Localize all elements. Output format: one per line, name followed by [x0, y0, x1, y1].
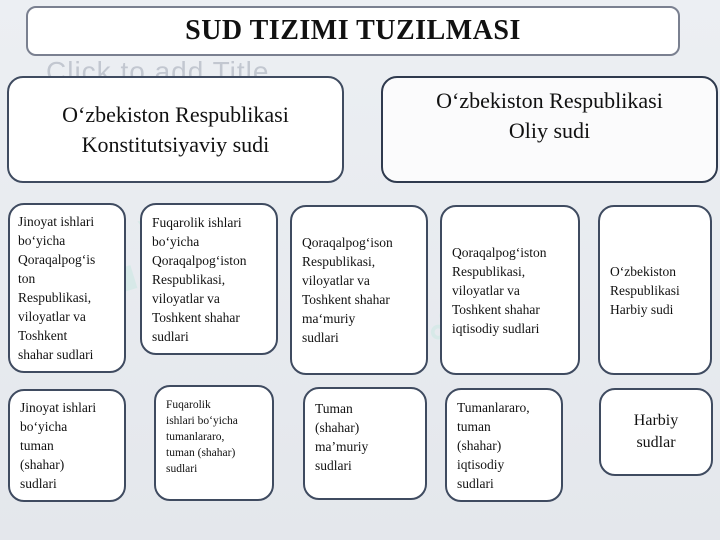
supreme-court-box: O‘zbekiston Respublikasi Oliy sudi [381, 76, 718, 183]
district-administrative-courts-box: Tuman (shahar) ma’muriy sudlari [303, 387, 427, 500]
district-criminal-courts-box: Jinoyat ishlari bo‘yicha tuman (shahar) … [8, 389, 126, 502]
regional-criminal-courts-box: Jinoyat ishlari bo‘yicha Qoraqalpog‘is t… [8, 203, 126, 373]
regional-administrative-courts-box: Qoraqalpog‘ison Respublikasi, viloyatlar… [290, 205, 428, 375]
constitutional-court-box: O‘zbekiston Respublikasi Konstitutsiyavi… [7, 76, 344, 183]
military-court-box: O‘zbekiston Respublikasi Harbiy sudi [598, 205, 712, 375]
district-economic-courts-box: Tumanlararo, tuman (shahar) iqtisodiy su… [445, 388, 563, 502]
regional-economic-courts-box: Qoraqalpog‘iston Respublikasi, viloyatla… [440, 205, 580, 375]
district-civil-courts-box: Fuqarolik ishlari bo‘yicha tumanlararo, … [154, 385, 274, 501]
slide-title: SUD TIZIMI TUZILMASI [26, 6, 680, 56]
military-courts-box: Harbiy sudlar [599, 388, 713, 476]
regional-civil-courts-box: Fuqarolik ishlari bo‘yicha Qoraqalpog‘is… [140, 203, 278, 355]
